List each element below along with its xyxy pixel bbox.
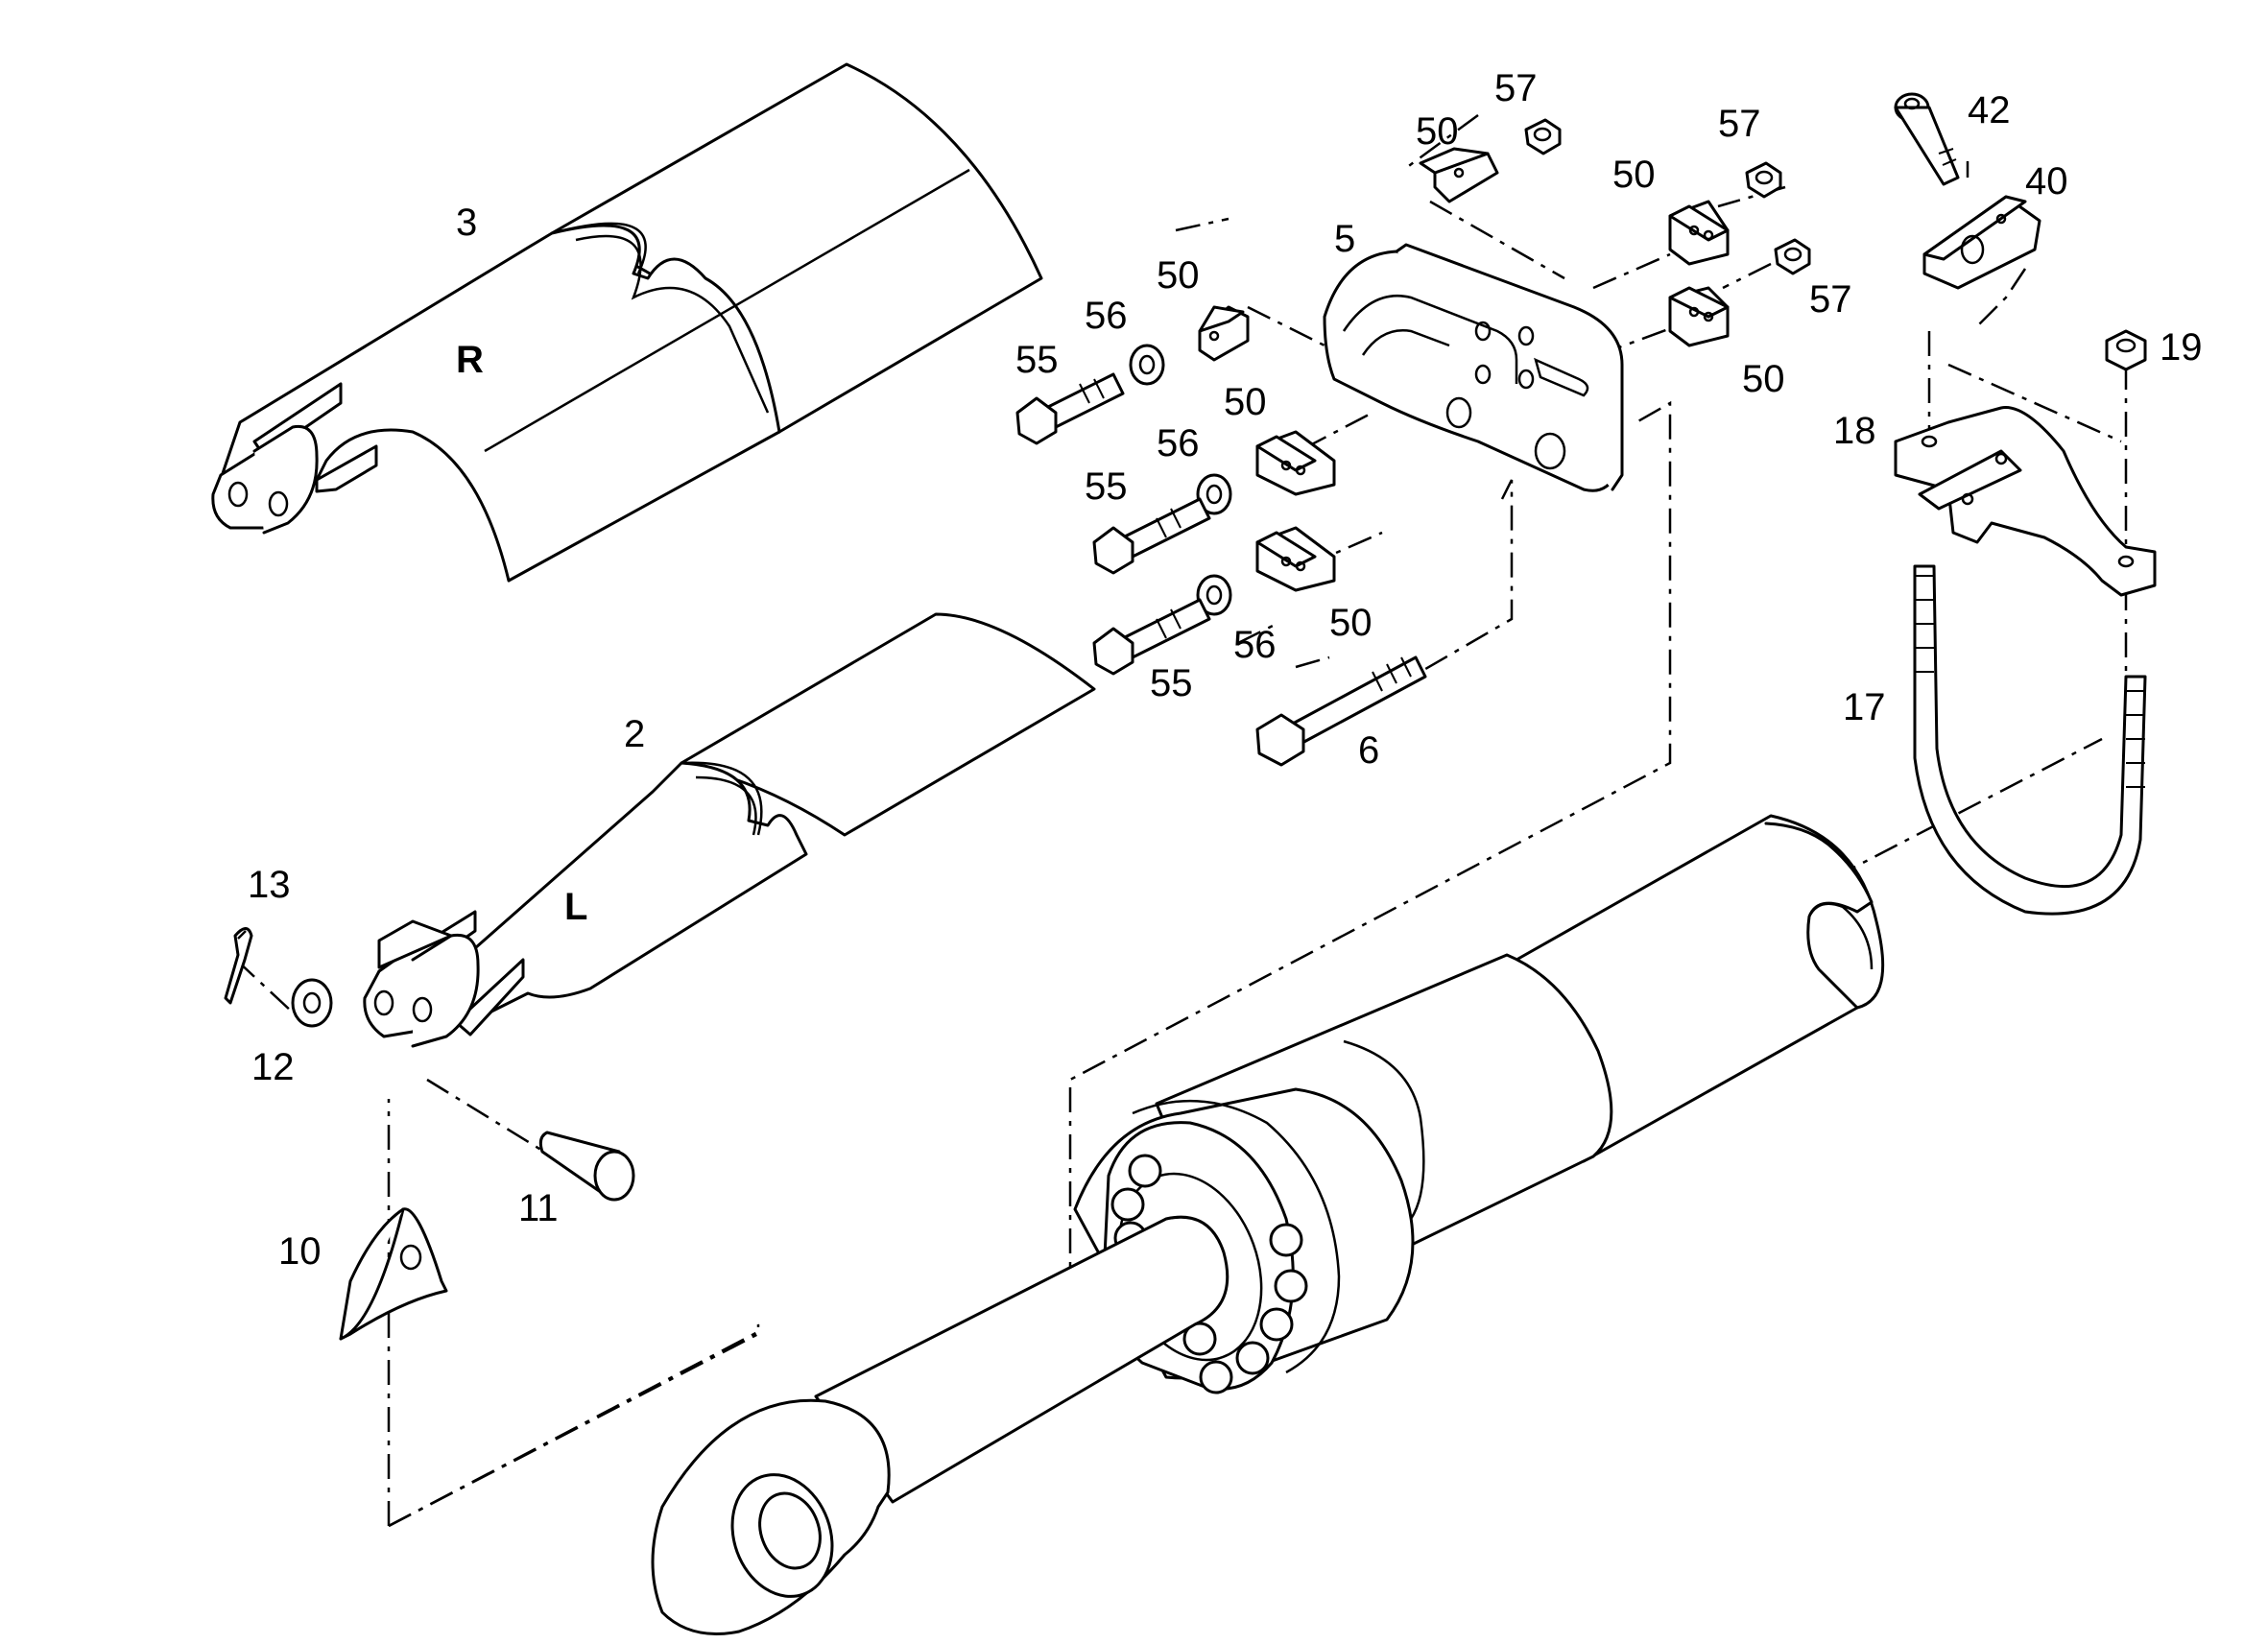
callout-57-right-lower: 57 (1809, 278, 1852, 321)
part-56-washers (291, 344, 1232, 1028)
part-42-cap-screw (1894, 92, 1960, 186)
callout-11: 11 (518, 1187, 559, 1229)
bolt-c (1092, 598, 1211, 676)
callout-57-top: 57 (1494, 67, 1538, 109)
callout-12: 12 (251, 1046, 295, 1088)
callout-57-right-upper: 57 (1718, 103, 1761, 145)
callout-L: L (564, 886, 587, 928)
spacer-block-e (1255, 430, 1336, 496)
spacer-block-d (1198, 305, 1250, 362)
callout-R: R (456, 339, 484, 381)
part-55-bolts (1015, 372, 1211, 676)
nut-a (1524, 118, 1562, 155)
part-3-beam-right (211, 62, 1043, 583)
part-2-beam-left (363, 612, 1096, 1048)
callout-labels: 3 R 2 L 5 6 10 11 12 13 17 18 19 40 42 5… (248, 67, 2203, 1273)
callout-50-left-middle: 50 (1224, 381, 1267, 423)
part-10-bracket (339, 1207, 448, 1341)
nut-b (1745, 161, 1782, 199)
part-18-bracket (1894, 406, 2157, 597)
callout-56-upper: 56 (1085, 295, 1128, 337)
callout-6: 6 (1358, 729, 1379, 772)
callout-50-left-lower: 50 (1329, 602, 1373, 644)
bolt-a (1015, 372, 1125, 445)
callout-55-middle: 55 (1085, 465, 1128, 508)
part-19-nut (2105, 329, 2147, 371)
spacer-block-c (1668, 286, 1730, 347)
part-57-nuts (1524, 118, 1811, 275)
callout-50-right-upper: 50 (1612, 154, 1656, 196)
part-6-long-bolt (1255, 655, 1427, 767)
callout-10: 10 (278, 1230, 322, 1273)
part-17-u-bolt (1913, 564, 2147, 916)
nut-c (1774, 238, 1811, 275)
washer-c (1196, 574, 1232, 616)
callout-55-lower: 55 (1150, 662, 1193, 704)
callout-13: 13 (248, 864, 291, 906)
part-40-clamp-block (1922, 195, 2041, 290)
washer-a (1129, 344, 1165, 386)
washer-12 (291, 978, 333, 1028)
callout-3: 3 (456, 202, 477, 244)
callout-18: 18 (1833, 410, 1876, 452)
spacer-block-f (1255, 526, 1336, 592)
spacer-block-a (1419, 147, 1499, 203)
part-13-cotter-pin (224, 927, 253, 1005)
hydraulic-cylinder (651, 814, 1885, 1635)
washer-b (1196, 473, 1232, 515)
callout-56-middle: 56 (1157, 422, 1200, 465)
spacer-block-b (1668, 200, 1730, 266)
callout-5: 5 (1334, 218, 1355, 260)
callout-50-right-lower: 50 (1742, 358, 1785, 400)
callout-56-lower: 56 (1233, 624, 1277, 666)
bolt-b (1092, 497, 1211, 575)
callout-19: 19 (2160, 326, 2203, 369)
callout-17: 17 (1843, 686, 1886, 728)
callout-42: 42 (1968, 89, 2011, 131)
part-5-mounting-plate (1323, 243, 1624, 492)
callout-40: 40 (2025, 160, 2068, 203)
callout-2: 2 (624, 713, 645, 755)
part-50-spacer-blocks (1198, 147, 1730, 592)
part-11-pin (538, 1131, 635, 1202)
callout-55-upper: 55 (1015, 339, 1059, 381)
callout-50-top: 50 (1416, 110, 1459, 153)
callout-50-left-upper: 50 (1157, 254, 1200, 297)
